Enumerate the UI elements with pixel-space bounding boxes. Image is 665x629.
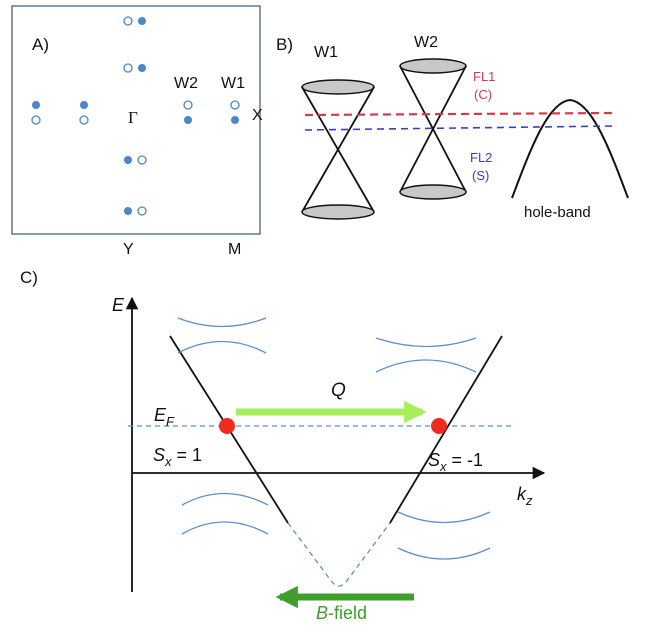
fl2-subtitle: (S) bbox=[472, 168, 489, 183]
w1-dirac-cone bbox=[301, 79, 375, 220]
weyl-node-filled bbox=[184, 116, 192, 124]
q-vector-label: Q bbox=[331, 380, 346, 401]
panel-a-label: A) bbox=[32, 35, 49, 54]
energy-axis-label: E bbox=[112, 295, 125, 315]
weyl-node-open bbox=[137, 155, 147, 165]
brillouin-zone-frame bbox=[11, 5, 261, 235]
m-point-label: M bbox=[228, 241, 241, 258]
weyl-node-right bbox=[431, 418, 447, 434]
hole-band-curve bbox=[511, 98, 629, 199]
weyl-node-open bbox=[230, 100, 240, 110]
fl1-label: FL1 bbox=[473, 69, 495, 84]
fermi-level-fl1 bbox=[304, 111, 615, 117]
gapped-bands bbox=[177, 317, 491, 560]
weyl-node-open bbox=[183, 100, 193, 110]
w2-cone-label: W2 bbox=[414, 34, 438, 51]
fl1-subtitle: (C) bbox=[474, 87, 492, 102]
fl2-label: FL2 bbox=[470, 150, 492, 165]
weyl-node-open bbox=[137, 206, 147, 216]
weyl-band-bottom-dashed bbox=[287, 522, 391, 587]
chirality-left-label: Sx = 1 bbox=[153, 445, 202, 469]
panel-c-label: C) bbox=[20, 268, 38, 287]
y-point-label: Y bbox=[123, 241, 134, 258]
weyl-node-left bbox=[219, 418, 235, 434]
hole-band-label: hole-band bbox=[524, 204, 591, 221]
chirality-right-label: Sx = -1 bbox=[428, 450, 483, 474]
x-point-label: X bbox=[252, 107, 263, 124]
w2-label-a: W2 bbox=[174, 75, 198, 92]
weyl-node-open bbox=[79, 115, 89, 125]
weyl-node-filled bbox=[124, 207, 132, 215]
fermi-level-fl2 bbox=[304, 125, 615, 131]
weyl-node-open bbox=[123, 63, 133, 73]
b-field-label: B-field bbox=[316, 603, 367, 623]
weyl-node-filled bbox=[231, 116, 239, 124]
panel-c: C) E kz EF Q Sx = 1 bbox=[20, 268, 546, 623]
w2-dirac-cone bbox=[399, 58, 467, 200]
weyl-node-filled bbox=[80, 101, 88, 109]
momentum-axis-label: kz bbox=[517, 484, 533, 508]
fermi-energy-label: EF bbox=[154, 405, 175, 429]
weyl-node-open bbox=[31, 115, 41, 125]
weyl-node-open bbox=[123, 16, 133, 26]
w1-label-a: W1 bbox=[221, 75, 245, 92]
weyl-node-filled bbox=[32, 101, 40, 109]
weyl-node-filled bbox=[124, 156, 132, 164]
panel-a: A) Γ W2 W1 X Y M bbox=[11, 5, 263, 258]
gamma-point-label: Γ bbox=[128, 108, 138, 127]
panel-b-label: B) bbox=[276, 35, 293, 54]
w1-cone-label: W1 bbox=[314, 44, 338, 61]
weyl-node-filled bbox=[138, 64, 146, 72]
panel-b: B) W1 W2 FL1 (C) FL2 (S) hole-band bbox=[276, 34, 629, 221]
weyl-node-filled bbox=[138, 17, 146, 25]
